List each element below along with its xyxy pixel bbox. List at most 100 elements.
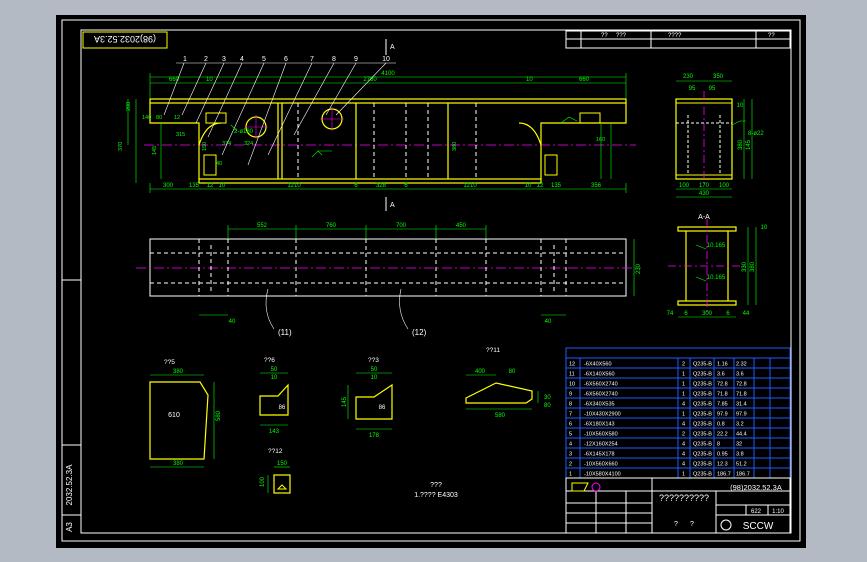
dim-right: 660 (579, 77, 590, 83)
side-dim-13: 324 (244, 141, 253, 147)
part12-name: ??12 (268, 448, 283, 455)
bom-cell-qty: 4 (682, 462, 685, 468)
bom-cell-mat: Q235-B (693, 402, 712, 408)
part5-dim-4: 580 (216, 410, 222, 421)
company-name: SCCW (743, 521, 774, 532)
bom-cell-spec: -6X560X2740 (584, 392, 618, 398)
plan-bottom-2: 40 (545, 319, 552, 325)
bom-cell-no: 2 (569, 462, 572, 468)
dim-overall: 4100 (381, 71, 395, 77)
part3-dim-5: 145 (342, 396, 348, 407)
part11-dim-5: 80 (544, 403, 551, 409)
bottom-dim-12: 135 (551, 183, 562, 189)
side-dim-12: 12 (174, 115, 180, 121)
bottom-dim-11: 12 (537, 183, 544, 189)
part12-dim-2: 100 (260, 476, 266, 487)
bom-cell-w2: 97.9 (736, 412, 747, 418)
bom-cell-qty: 4 (682, 402, 685, 408)
bom-cell-qty: 1 (682, 392, 685, 398)
side-dim-6: 374 (222, 141, 231, 147)
bom-cell-w2: 3.2 (736, 422, 744, 428)
plan-dim-1: 552 (257, 223, 268, 229)
side-dim-1: 200 (126, 102, 132, 111)
sec-weld-1: 10.165 (707, 243, 726, 249)
bom-cell-no: 11 (569, 372, 575, 378)
end-total: 430 (699, 191, 710, 197)
bottom-dim-13: 356 (591, 183, 602, 189)
plan-dim-4: 450 (456, 223, 467, 229)
plan-dim-2: 760 (326, 223, 337, 229)
header-mark-1: ?? (601, 33, 608, 39)
callout-6: 6 (284, 56, 288, 63)
part5-dim-1: 380 (173, 369, 184, 375)
section-label: A-A (698, 214, 710, 221)
bom-cell-mat: Q235-B (693, 362, 712, 368)
bom-cell-no: 7 (569, 412, 572, 418)
bom-cell-no: 10 (569, 382, 575, 388)
bom-cell-w2: 186.7 (736, 472, 750, 478)
callout-9: 9 (354, 56, 358, 63)
title-weight: 622 (751, 509, 762, 515)
bom-cell-mat: Q235-B (693, 412, 712, 418)
sec-dim-4: 6 (726, 311, 730, 317)
bom-cell-w2: 51.2 (736, 462, 747, 468)
end-right-2: 380 (738, 139, 744, 150)
part6-dim-3: 86 (279, 405, 286, 411)
left-end-profile (149, 103, 200, 179)
callout-1: 1 (183, 56, 187, 63)
part5-dim-2: 610 (168, 412, 180, 419)
bom-cell-w1: 72.8 (717, 382, 728, 388)
end-inner-2: 95 (709, 86, 716, 92)
part3-dim-1: 50 (371, 367, 378, 373)
side-strip: 2032.52.3A A3 (62, 279, 81, 532)
part3-name: ??3 (368, 357, 379, 364)
inner-frame (80, 29, 792, 534)
sec-h-3: 380 (750, 261, 756, 272)
note-title: ??? (430, 482, 442, 489)
bom-cell-qty: 2 (682, 362, 685, 368)
end-right-3: 145 (746, 139, 752, 150)
bom-cell-qty: 4 (682, 442, 685, 448)
part11-dim-1: 400 (475, 369, 486, 375)
sec-h-2: 330 (742, 261, 748, 272)
header-mark-2: ??? (616, 33, 627, 39)
bom-cell-spec: -6X180X143 (584, 422, 615, 428)
end-view: 230 350 95 95 100 170 100 430 10 380 145… (675, 74, 764, 198)
bottom-dim-2: 135 (189, 183, 200, 189)
stamp-box: (98)2032.52.3A (82, 31, 168, 49)
dim-small-b: 10 (526, 77, 533, 83)
label-12: (12) (412, 328, 427, 337)
dim-left: 660 (169, 77, 180, 83)
bom-cell-w2: 31.4 (736, 402, 747, 408)
stamp-code: (98)2032.52.3A (94, 34, 156, 44)
bom-cell-spec: -10X430X2900 (584, 412, 621, 418)
section-mark-top: A (390, 44, 395, 51)
label-11: (11) (278, 328, 292, 337)
title-code: (98)2032.52.3A (730, 483, 782, 492)
bom-cell-no: 8 (569, 402, 572, 408)
end-top-2: 350 (713, 74, 724, 80)
bom-cell-mat: Q235-B (693, 462, 712, 468)
side-dim-10: 160 (596, 137, 605, 143)
sign-mark-1: ? (674, 521, 678, 528)
end-bottom-2: 170 (699, 183, 710, 189)
part6-dim-2: 10 (271, 375, 278, 381)
bom-cell-qty: 1 (682, 472, 685, 478)
header-table: ?? ??? ???? ?? (565, 30, 791, 49)
bom-cell-qty: 4 (682, 452, 685, 458)
side-code: 2032.52.3A (65, 464, 74, 506)
part6-dim-4: 143 (269, 429, 280, 435)
title-block: (98)2032.52.3A ?????????? ? ? 622 1:10 S… (565, 477, 791, 534)
bom-cell-w2: 3.8 (736, 452, 744, 458)
side-dim-9: 40 (216, 161, 222, 167)
hole-label: 2-ø180 (234, 129, 254, 135)
bom-cell-w1: 97.9 (717, 412, 728, 418)
sec-h-1: 10 (761, 225, 768, 231)
bom-cell-mat: Q235-B (693, 382, 712, 388)
bom-cell-mat: Q235-B (693, 422, 712, 428)
bottom-dim-3: 12 (207, 183, 214, 189)
callout-8: 8 (332, 56, 336, 63)
callout-10: 10 (382, 56, 390, 63)
bom-cell-w2: 32 (736, 442, 742, 448)
bom-cell-mat: Q235-B (693, 432, 712, 438)
